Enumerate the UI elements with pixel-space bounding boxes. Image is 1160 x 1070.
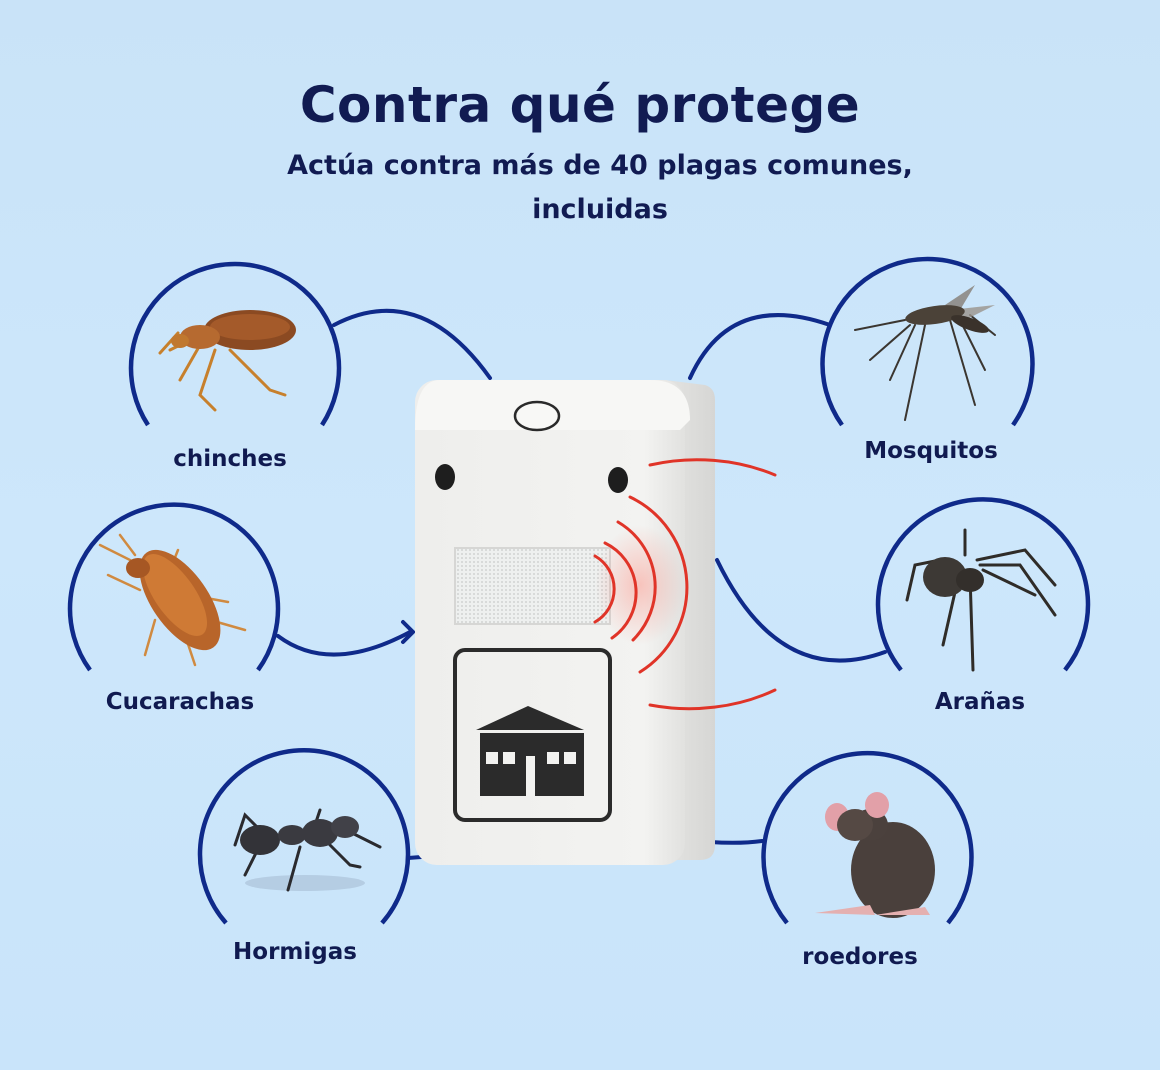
connector-mosquitos (688, 313, 832, 380)
circle-roedores (761, 750, 974, 925)
circle-mosquitos (820, 256, 1035, 427)
subtitle-line-1: Actúa contra más de 40 plagas comunes, (287, 150, 913, 181)
cockroach-icon (98, 533, 247, 667)
mosquito-icon (854, 285, 996, 421)
label-mosquitos: Mosquitos (864, 438, 998, 464)
connector-chinches (332, 308, 492, 380)
house-icon (476, 706, 584, 796)
label-roedores: roedores (802, 944, 918, 970)
screw-hole-left (435, 464, 455, 490)
connector-arrow (401, 620, 416, 644)
ant-icon (233, 808, 382, 892)
label-hormigas: Hormigas (233, 939, 357, 965)
connector-aranas (715, 558, 887, 663)
house-icon-frame (453, 648, 612, 822)
spider-icon (905, 528, 1057, 672)
label-chinches: chinches (173, 446, 287, 472)
page-subtitle: Actúa contra más de 40 plagas comunes, i… (250, 144, 950, 232)
circle-aranas (875, 497, 1091, 672)
circle-hormigas (197, 748, 411, 925)
page-title: Contra qué protege (299, 76, 861, 134)
power-button (513, 400, 561, 432)
circle-chinches (128, 261, 342, 427)
repeller-device (415, 380, 715, 865)
label-cucarachas: Cucarachas (105, 689, 255, 715)
connector-roedores (708, 839, 764, 845)
rodent-icon (815, 792, 935, 918)
circle-cucarachas (67, 502, 281, 672)
sound-waves (593, 458, 777, 711)
label-aranas: Arañas (934, 689, 1026, 715)
speaker-grill (454, 547, 611, 625)
bedbug-icon (158, 310, 296, 412)
subtitle-line-2: incluidas (532, 194, 668, 225)
screw-hole-right (608, 467, 628, 493)
connector-cucarachas (276, 630, 412, 657)
pest-circles (67, 256, 1091, 925)
